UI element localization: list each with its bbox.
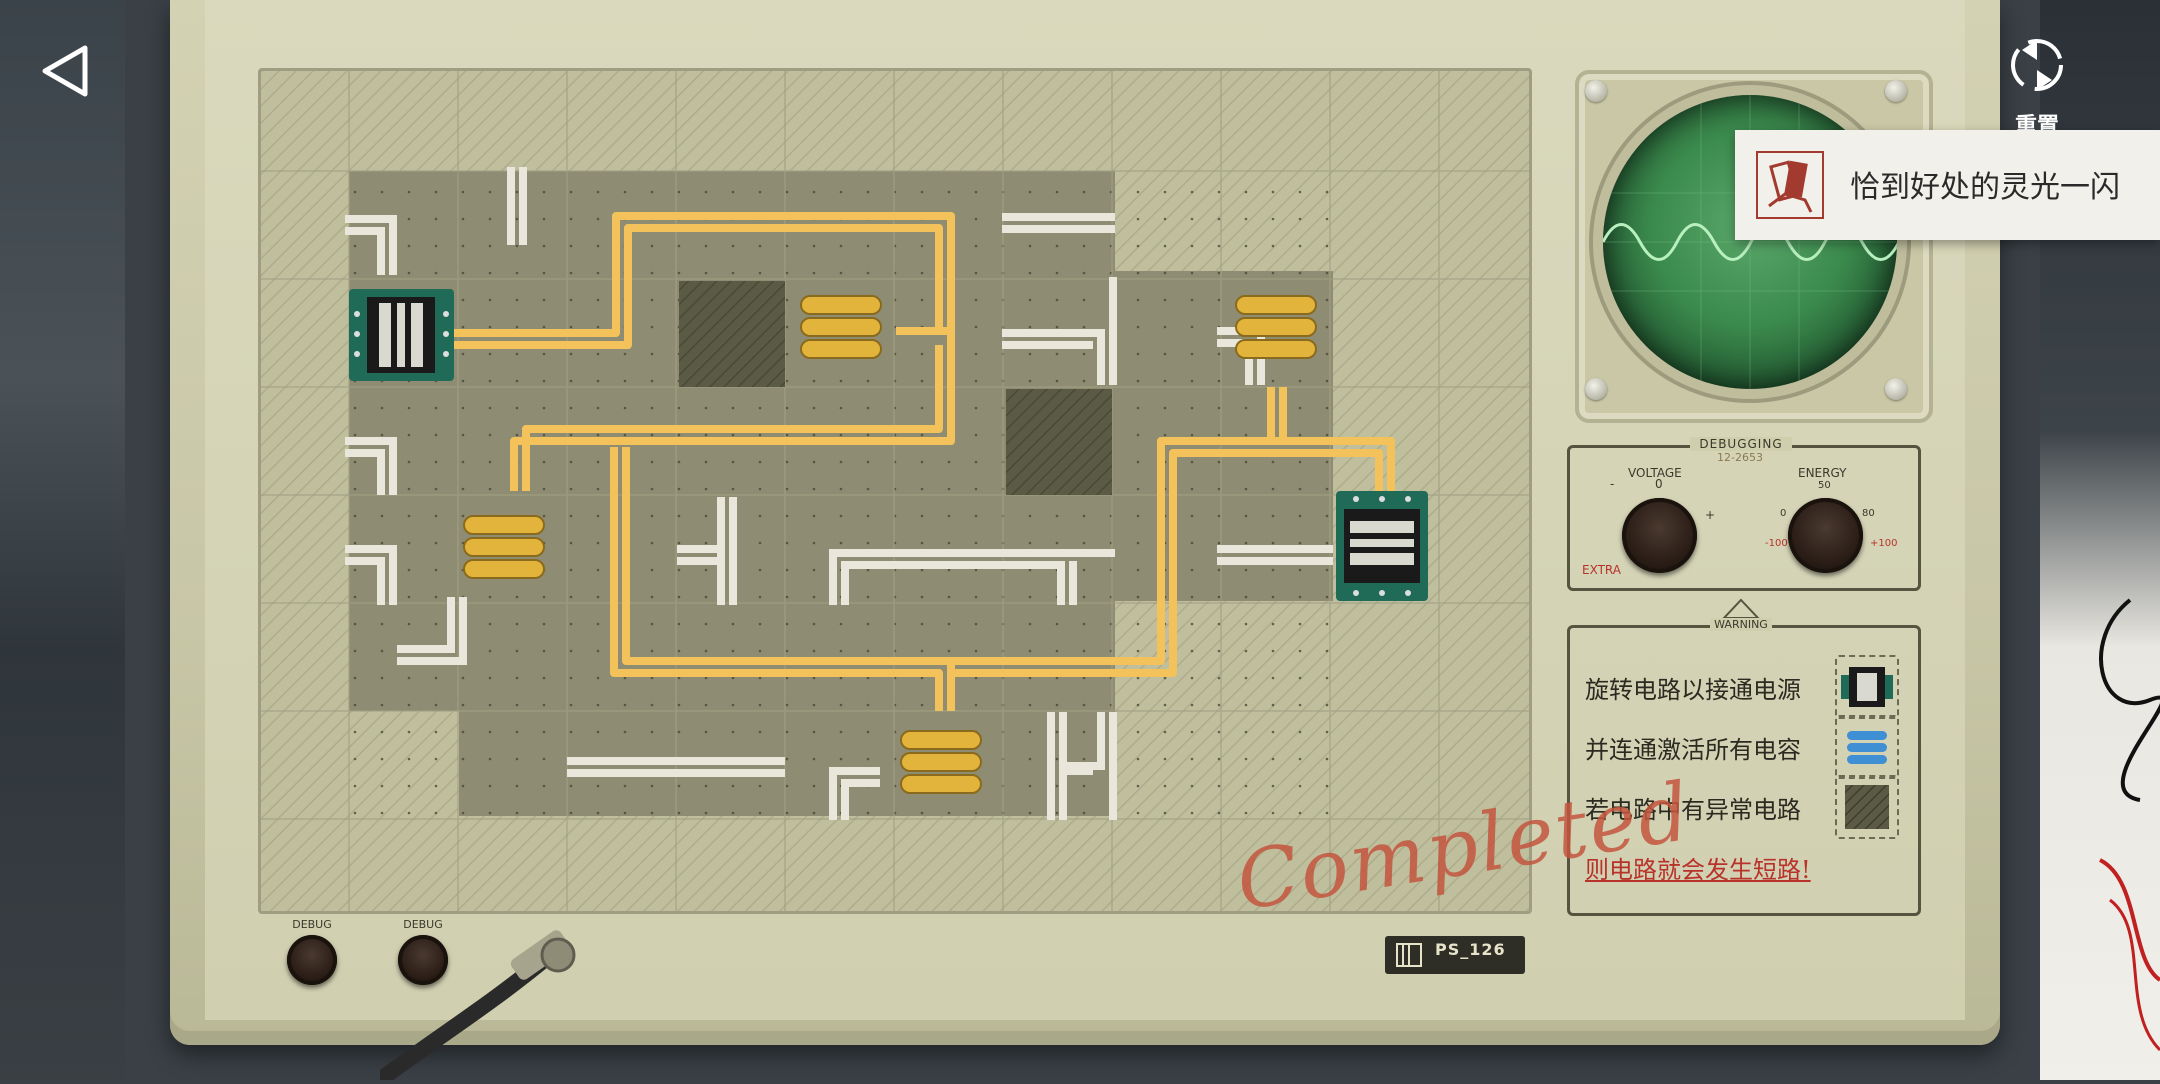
debug-knob-right[interactable]: [398, 935, 448, 985]
reset-button[interactable]: [2002, 30, 2072, 130]
power-chip-legend-icon: [1835, 655, 1899, 719]
brand-logo-icon: [1396, 943, 1422, 967]
voltage-scale-zero: 0: [1655, 477, 1663, 491]
voltage-scale-plus: +: [1705, 508, 1716, 522]
capacitor-legend-icon: [1835, 715, 1899, 779]
voltage-knob[interactable]: [1622, 498, 1697, 573]
cards-hand-icon: [1755, 150, 1825, 220]
screw-icon: [1585, 80, 1607, 102]
achievement-toast: 恰到好处的灵光一闪: [1735, 130, 2160, 240]
energy-scale-min: -100: [1765, 538, 1788, 549]
reset-cycle-icon: [2011, 39, 2063, 91]
legend-rotate-text: 旋转电路以接通电源: [1585, 676, 1801, 704]
back-triangle-icon: [42, 45, 88, 97]
extra-label: EXTRA: [1582, 563, 1621, 577]
warning-label: WARNING: [1710, 618, 1772, 631]
energy-scale-max: +100: [1870, 538, 1898, 549]
voltage-label: VOLTAGE: [1628, 466, 1682, 480]
energy-scale-50: 50: [1818, 480, 1831, 491]
energy-scale-0: 0: [1780, 508, 1787, 519]
energy-scale-80: 80: [1862, 508, 1875, 519]
screw-icon: [1885, 80, 1907, 102]
background-left-scenery: [0, 0, 125, 1080]
abnormal-tile-legend-icon: [1835, 775, 1899, 839]
back-button[interactable]: [30, 36, 100, 106]
debug-knob-right-label: DEBUG: [403, 918, 443, 931]
voltage-scale-minus: -: [1610, 477, 1615, 491]
energy-knob[interactable]: [1788, 498, 1863, 573]
legend-abnormal-text: 若电路中有异常电路: [1585, 796, 1801, 824]
legend-connect-text: 并连通激活所有电容: [1585, 736, 1801, 764]
capacitor-group: [463, 295, 1317, 794]
screw-icon: [1585, 378, 1607, 400]
circuit-puzzle-grid: [258, 68, 1532, 914]
screw-icon: [1885, 378, 1907, 400]
debug-panel-title: DEBUGGING: [1690, 437, 1792, 451]
energy-label: ENERGY: [1798, 466, 1847, 480]
debug-panel-code: 12-2653: [1717, 451, 1763, 464]
model-name: PS_126: [1435, 940, 1506, 959]
toast-message: 恰到好处的灵光一闪: [1850, 170, 2120, 205]
debug-knob-left-label: DEBUG: [292, 918, 332, 931]
legend-short-circuit-warning: 则电路就会发生短路!: [1585, 856, 1811, 884]
debug-knob-left[interactable]: [287, 935, 337, 985]
cable-connector: [375, 925, 580, 1084]
model-plate: PS_126: [1385, 936, 1525, 974]
